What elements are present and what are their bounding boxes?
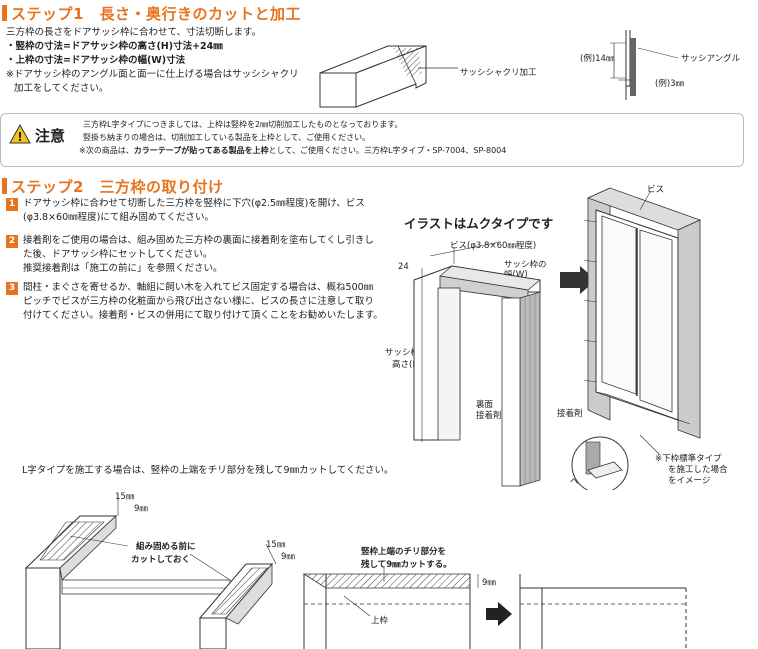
step1-title-text: ステップ1 長さ・奥行きのカットと加工 [11,5,301,23]
step1-illustrations [319,30,679,108]
step2-item3-line2: ピッチでビスが三方枠の化粧面から飛び出さない様に、ビスの長さに注意して取り [23,296,374,307]
dim-9-left: 9㎜ [134,504,148,514]
width-label-2: 幅(W) [504,270,528,280]
ltype-intro: L字タイプを施工する場合は、竪枠の上端をチリ部分を残して9㎜カットしてください。 [22,465,394,476]
step-marker [2,5,7,21]
height-label-1: サッシ枠の [385,348,428,358]
spatula-detail [571,436,629,490]
caution-label: 注意 [35,127,66,145]
shakuri-label: サッシシャクリ加工 [460,68,537,78]
cut-note-line2: カットしておく [131,555,190,565]
ltype-illustrations [24,494,687,649]
arrow-right-icon [560,266,596,294]
step2-item2-number: 2 [6,235,18,248]
tate-note-line2: 残して9㎜カットする。 [361,560,452,570]
step2-title-text: ステップ2 三方枠の取り付け [11,178,224,196]
width-dim-line [429,241,501,257]
caution-box: ! 注意 三方枠L字タイプにつきましては、上枠は竪枠を2㎜切削加工したものとなっ… [0,113,744,167]
dim-15-right: 15㎜ [266,540,286,550]
step2-item1-line1: ドアサッシ枠に合わせて切断した三方枠を竪枠に下穴(φ2.5㎜程度)を開け、ビス [23,198,365,209]
left-frame-piece [24,515,118,649]
step2-item1-number: 1 [6,198,18,211]
caution-line3-prefix: ※次の商品は、 [79,146,134,155]
note-line2: を施工した場合 [668,465,728,475]
three-sided-frame [413,265,541,487]
example-14mm: (例)14㎜ [580,54,615,64]
step2-item3-line3: 付けてください。接着剤・ビスの併用にて取り付けて頂くことをお勧めいたします。 [23,310,383,321]
step2-item2-line3: 推奨接着剤は「施工の前に」を参照ください。 [23,263,223,274]
cut-note-leader-left [69,535,129,547]
height-label-2: 高さ(H) [392,360,423,370]
screw-spec-label: ビス(φ3.8×60㎜程度) [450,241,537,251]
note-line3: をイメージ [668,476,711,486]
caution-line3: ※次の商品は、カラーテープが貼ってある製品を上枠として、ご使用ください。三方枠L… [79,145,506,157]
step1-line5: 加工をしてください。 [14,83,109,94]
arrow-right-icon [486,602,512,626]
before-cut-section [302,568,479,649]
step2-title: ステップ2 三方枠の取り付け [2,176,223,197]
note-line1: ※下枠標準タイプ [655,454,722,464]
after-cut-section [519,574,687,649]
example-3mm: (例)3㎜ [655,79,685,89]
right-frame-piece [198,562,274,649]
screw-label-top: ビス [647,185,665,195]
shakuri-board-figure [319,45,458,108]
caution-line1: 三方枠L字タイプにつきましては、上枠は竪枠を2㎜切削加工したものとなっております… [83,120,403,129]
frame-install-illustration [413,187,702,490]
step1-line4: ※ドアサッシ枠のアングル面と面一に仕上げる場合はサッシシャクリ [6,69,299,80]
top-frame-label: 上枠 [371,616,389,626]
step2-item1-line2: (φ3.8×60㎜程度)にて組み固めてください。 [23,212,215,223]
installed-door-sash [583,187,702,439]
dim-9-right: 9㎜ [281,552,295,562]
step2-item3-number: 3 [6,282,18,295]
caution-line3-bold: カラーテープが貼ってある製品を上枠 [133,146,269,155]
svg-text:!: ! [17,130,22,144]
crossbar-piece [61,579,231,595]
back-label-2: 接着剤 [476,411,502,421]
dim-15-left: 15㎜ [115,492,135,502]
tate-note-line1: 竪枠上端のチリ部分を [361,547,447,557]
step2-item3-line1: 間柱・まぐさを寄せるか、軸組に飼い木を入れてビス固定する場合は、概ね500㎜ [23,282,374,293]
warning-icon: ! [9,124,31,144]
width-label-1: サッシ枠の [504,260,547,270]
note-leader [639,434,661,456]
caution-line2: 竪掛ち納まりの場合は、切削加工している製品を上枠として、ご使用ください。 [83,133,371,142]
sash-angle-label: サッシアングル [681,54,741,64]
adhesive-label: 接着剤 [557,409,583,419]
dim-24: 24 [398,262,409,272]
step1-line1: 三方枠の長さをドアサッシ枠に合わせて、寸法切断します。 [6,27,262,38]
step1-line2: ・竪枠の寸法=ドアサッシ枠の高さ(H)寸法+24㎜ [6,41,223,52]
caution-line3-suffix: として、ご使用ください。三方枠L字タイプ・SP-7004、SP-8004 [268,146,507,155]
dim-9-section: 9㎜ [482,578,496,588]
step1-line3: ・上枠の寸法=ドアサッシ枠の幅(W)寸法 [6,55,186,66]
step1-title: ステップ1 長さ・奥行きのカットと加工 [2,3,301,24]
cut-note-leader-right [189,553,231,581]
illust-title: イラストはムクタイプです [404,216,554,231]
cut-note-line1: 組み固める前に [136,542,196,552]
step-marker [2,178,7,194]
dim-15-right-line [265,543,277,565]
step2-item2-line2: た後、ドアサッシ枠にセットしてください。 [23,249,213,260]
back-label-1: 裏面 [476,400,494,410]
step2-item2-line1: 接着剤をご使用の場合は、組み固めた三方枠の裏面に接着剤を塗布してくし引きし [23,235,374,246]
angle-dimension-figure [610,30,679,100]
